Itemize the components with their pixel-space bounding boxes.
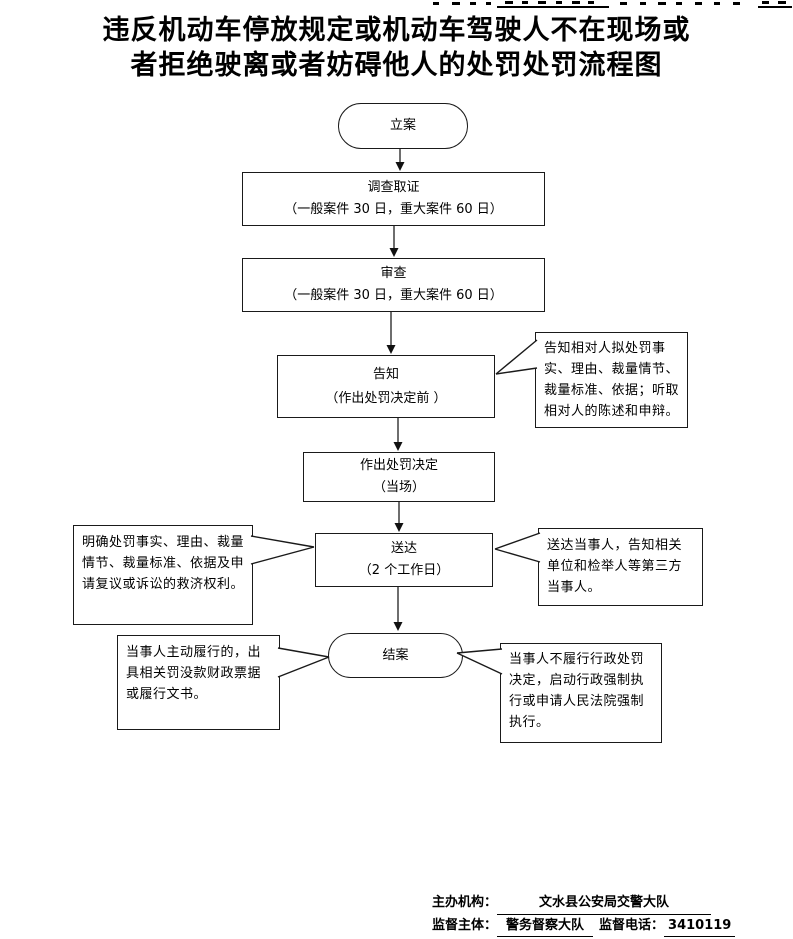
node-deliver-sublabel: （2 个工作日） — [358, 563, 450, 578]
node-decision: 作出处罚决定 （当场） — [303, 452, 495, 502]
page-title-line2: 者拒绝驶离或者妨碍他人的处罚处罚流程图 — [130, 50, 663, 81]
page-title-line1: 违反机动车停放规定或机动车驾驶人不在现场或 — [102, 15, 691, 46]
node-investigate-label: 调查取证 — [367, 180, 420, 195]
node-review-sublabel: （一般案件 30 日，重大案件 60 日） — [284, 288, 503, 303]
arrow-deliver-to-close — [393, 587, 403, 631]
callout-pointer-deliver-left — [250, 535, 315, 565]
node-deliver: 送达 （2 个工作日） — [315, 533, 493, 587]
footer-supervisor-row: 监督主体：警务督察大队监督电话：3410119 — [432, 915, 736, 937]
fragment-underline-2 — [758, 6, 792, 8]
supervisor-value: 警务督察大队 — [497, 915, 594, 937]
arrow-notify-to-decision — [393, 418, 403, 451]
phone-value: 3410119 — [664, 915, 736, 937]
callout-close-right-text: 当事人不履行行政处罚决定，启动行政强制执行或申请人民法院强制执行。 — [509, 652, 645, 730]
callout-deliver-right-text: 送达当事人，告知相关单位和检举人等第三方当事人。 — [547, 538, 683, 595]
callout-pointer-close-left — [277, 647, 330, 678]
node-review-label: 审查 — [380, 266, 407, 281]
organizer-label: 主办机构： — [432, 895, 498, 910]
node-start-terminator: 立案 — [338, 103, 468, 149]
node-decision-sublabel: （当场） — [372, 480, 425, 495]
callout-notify-right: 告知相对人拟处罚事实、理由、裁量情节、裁量标准、依据；听取相对人的陈述和申辩。 — [535, 332, 688, 428]
supervisor-label: 监督主体： — [432, 917, 498, 933]
node-notify-sublabel: （作出处罚决定前 ） — [325, 390, 447, 406]
callout-close-right: 当事人不履行行政处罚决定，启动行政强制执行或申请人民法院强制执行。 — [500, 643, 662, 743]
fragment-underline-1 — [497, 6, 609, 8]
callout-deliver-left: 明确处罚事实、理由、裁量情节、裁量标准、依据及申请复议或诉讼的救济权利。 — [73, 525, 253, 625]
callout-pointer-deliver-right — [494, 532, 541, 563]
callout-notify-right-text: 告知相对人拟处罚事实、理由、裁量情节、裁量标准、依据；听取相对人的陈述和申辩。 — [544, 341, 680, 419]
arrow-decision-to-deliver — [394, 502, 404, 532]
callout-close-left: 当事人主动履行的，出具相关罚没款财政票据或履行文书。 — [117, 635, 280, 730]
node-investigate: 调查取证 （一般案件 30 日，重大案件 60 日） — [242, 172, 545, 226]
phone-label: 监督电话： — [599, 917, 665, 933]
node-close-label: 结案 — [382, 647, 409, 663]
node-decision-label: 作出处罚决定 — [359, 458, 438, 473]
footer: 主办机构：文水县公安局交警大队 监督主体：警务督察大队监督电话：3410119 — [432, 892, 736, 937]
arrow-review-to-notify — [386, 312, 396, 354]
node-start-label: 立案 — [389, 118, 416, 133]
callout-deliver-right: 送达当事人，告知相关单位和检举人等第三方当事人。 — [538, 528, 703, 606]
page-title: 违反机动车停放规定或机动车驾驶人不在现场或 者拒绝驶离或者妨碍他人的处罚处罚流程… — [0, 13, 793, 83]
node-close-terminator: 结案 — [328, 633, 463, 678]
node-notify-label: 告知 — [372, 366, 399, 382]
callout-close-left-text: 当事人主动履行的，出具相关罚没款财政票据或履行文书。 — [126, 645, 262, 702]
organizer-value: 文水县公安局交警大队 — [497, 892, 712, 915]
arrow-investigate-to-review — [389, 226, 399, 257]
callout-deliver-left-text: 明确处罚事实、理由、裁量情节、裁量标准、依据及申请复议或诉讼的救济权利。 — [82, 535, 245, 592]
node-deliver-label: 送达 — [390, 541, 417, 556]
footer-organizer-row: 主办机构：文水县公安局交警大队 — [432, 892, 735, 915]
arrow-start-to-investigate — [395, 149, 405, 171]
callout-pointer-notify-right — [495, 339, 538, 375]
node-review: 审查 （一般案件 30 日，重大案件 60 日） — [242, 258, 545, 312]
node-investigate-sublabel: （一般案件 30 日，重大案件 60 日） — [284, 202, 503, 217]
node-notify: 告知 （作出处罚决定前 ） — [277, 355, 495, 418]
callout-pointer-close-right — [456, 648, 503, 675]
